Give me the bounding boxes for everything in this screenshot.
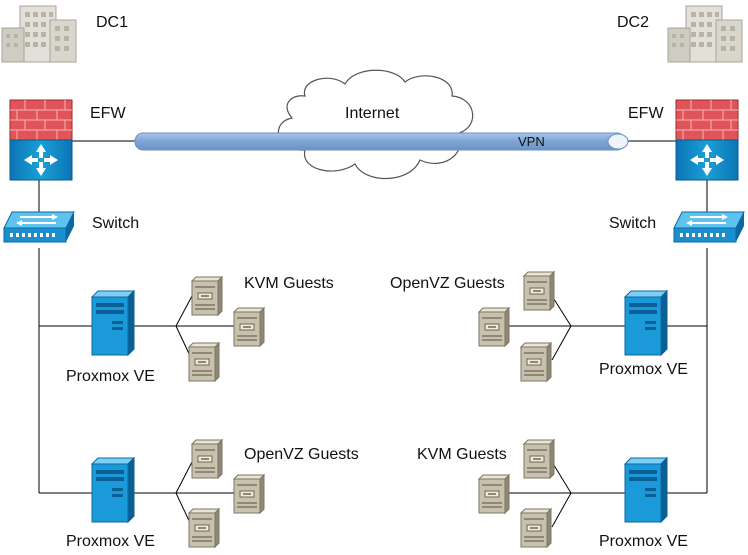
guest-server-icon bbox=[523, 271, 555, 311]
server-icon bbox=[624, 457, 668, 523]
guest-server-icon bbox=[478, 307, 510, 347]
guest-server-icon bbox=[233, 474, 265, 514]
switch-right-label: Switch bbox=[609, 215, 656, 232]
efw-right-label: EFW bbox=[628, 105, 664, 122]
firewall-router-icon bbox=[9, 99, 73, 181]
building-icon bbox=[1, 5, 77, 63]
switch-icon bbox=[3, 211, 75, 243]
internet-label: Internet bbox=[345, 105, 400, 122]
vpn-tunnel bbox=[134, 132, 629, 151]
guest-server-icon bbox=[188, 508, 220, 548]
server-icon bbox=[91, 457, 135, 523]
cloud-icon bbox=[277, 69, 474, 180]
left-bottom-node-label: Proxmox VE bbox=[66, 533, 155, 550]
wires bbox=[38, 140, 708, 528]
left-top-guests-label: KVM Guests bbox=[244, 275, 334, 292]
guest-server-icon bbox=[191, 439, 223, 479]
left-bottom-guests-label: OpenVZ Guests bbox=[244, 446, 359, 463]
guest-server-icon bbox=[478, 474, 510, 514]
server-icon bbox=[91, 290, 135, 356]
right-top-node-label: Proxmox VE bbox=[599, 361, 688, 378]
guest-server-icon bbox=[520, 342, 552, 382]
switch-icon bbox=[673, 211, 745, 243]
building-icon bbox=[667, 5, 743, 63]
guest-server-icon bbox=[233, 307, 265, 347]
guest-server-icon bbox=[188, 342, 220, 382]
vpn-label: VPN bbox=[518, 134, 545, 149]
guest-server-icon bbox=[191, 276, 223, 316]
efw-left-label: EFW bbox=[90, 105, 126, 122]
left-top-node-label: Proxmox VE bbox=[66, 368, 155, 385]
switch-left-label: Switch bbox=[92, 215, 139, 232]
dc1-label: DC1 bbox=[96, 14, 128, 31]
guest-server-icon bbox=[523, 439, 555, 479]
guest-server-icon bbox=[520, 508, 552, 548]
dc2-label: DC2 bbox=[617, 14, 649, 31]
right-bottom-node-label: Proxmox VE bbox=[599, 533, 688, 550]
right-bottom-guests-label: KVM Guests bbox=[417, 446, 507, 463]
firewall-router-icon bbox=[675, 99, 739, 181]
server-icon bbox=[624, 290, 668, 356]
right-top-guests-label: OpenVZ Guests bbox=[390, 275, 505, 292]
